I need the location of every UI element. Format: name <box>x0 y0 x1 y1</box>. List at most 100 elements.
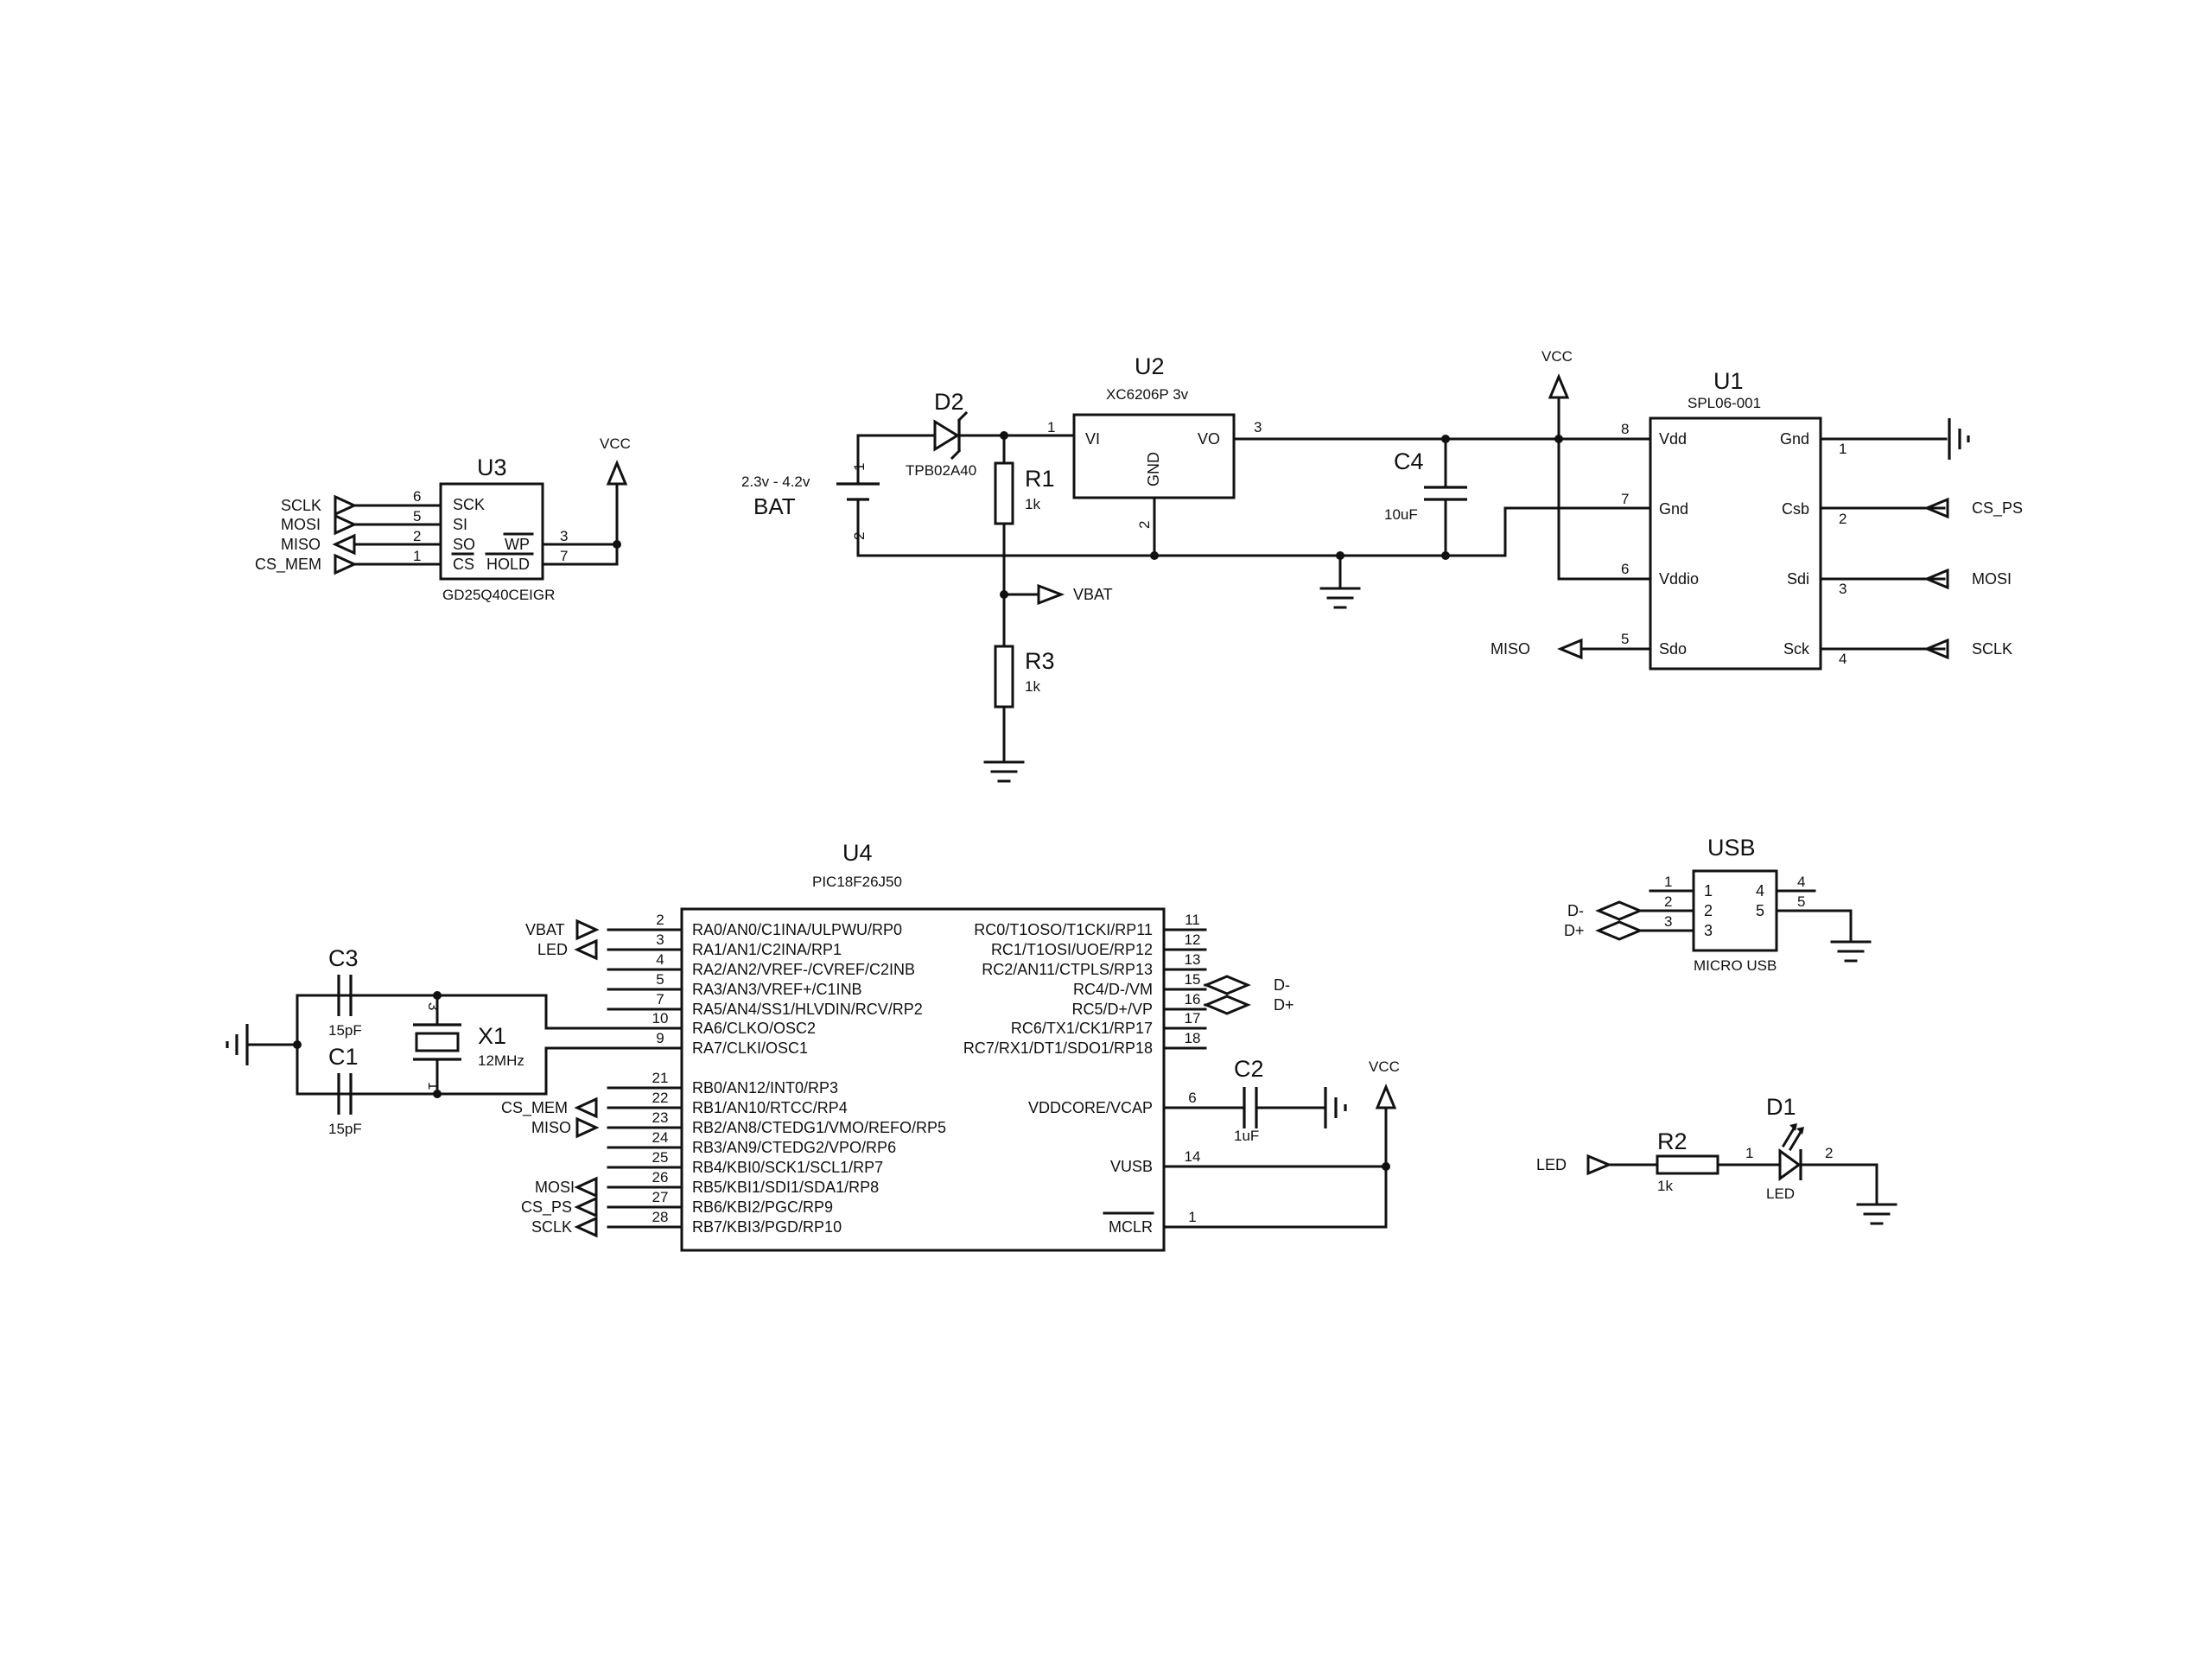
u2-pin-vo: VO <box>1198 430 1220 448</box>
u1-pin-number: 1 <box>1839 441 1847 457</box>
u3-pin: HOLD <box>486 556 530 573</box>
u4-pin-number: 17 <box>1185 1010 1201 1027</box>
u4-ref: U4 <box>842 840 873 866</box>
u2-pn2: 2 <box>1136 521 1153 529</box>
usb-pin: 3 <box>1704 922 1713 939</box>
u3-pin-number: 6 <box>413 488 421 505</box>
c4-ref: C4 <box>1394 448 1424 474</box>
u1-pin-number: 4 <box>1839 651 1847 667</box>
capacitor-c4: C4 10uF <box>1384 437 1467 557</box>
u4-left-pin: RB4/KBI0/SCK1/SCL1/RP7 <box>692 1159 883 1176</box>
power-section: 2.3v - 4.2v BAT 1 2 D2 TPB02A40 R1 1k <box>741 348 1652 783</box>
u4-pin-number: 14 <box>1185 1148 1201 1165</box>
crystal-x1: X1 12MHz 3 1 <box>413 994 524 1096</box>
r3-ref: R3 <box>1025 648 1055 674</box>
usb-pin: 5 <box>1756 902 1764 919</box>
u1-left-pin: Vdd <box>1659 430 1687 448</box>
usb-connector: USB MICRO USB 1 2 3 4 5 1 2 3 4 5 D- D+ <box>1564 835 1872 974</box>
bat-pin1: 1 <box>851 463 868 471</box>
u4-pin-number: 25 <box>652 1149 669 1166</box>
u4-value: PIC18F26J50 <box>812 874 902 890</box>
u4-left-pin: RA1/AN1/C2INA/RP1 <box>692 941 842 958</box>
u4-pin-number: 21 <box>652 1070 669 1086</box>
bat-ref: BAT <box>753 493 796 519</box>
net-miso-label: MISO <box>1491 640 1530 658</box>
u4-right-pin: RC4/D-/VM <box>1073 981 1153 998</box>
u3-ref: U3 <box>477 454 507 480</box>
u3-pin-number: 5 <box>413 508 421 524</box>
u4-pin-number: 5 <box>656 971 664 988</box>
u4-left-pin: RB1/AN10/RTCC/RP4 <box>692 1099 848 1116</box>
u4-right-externals: D- D+ C2 1uF VCC <box>1162 975 1400 1229</box>
u3-pin: SI <box>453 516 467 533</box>
d2-ref: D2 <box>934 389 964 415</box>
c3-value: 15pF <box>328 1022 362 1039</box>
net-cs-ps-label: CS_PS <box>521 1198 572 1217</box>
net-led-label: LED <box>1536 1156 1567 1173</box>
c3-ref: C3 <box>328 945 359 971</box>
capacitor-c3: C3 15pF <box>296 945 362 1039</box>
net-dplus-label: D+ <box>1274 996 1294 1014</box>
ground-symbol <box>983 760 1025 783</box>
u1-left-pin: Vddio <box>1659 570 1699 588</box>
u2-pin-vi: VI <box>1085 430 1100 448</box>
u4-left-pin: RA6/CLKO/OSC2 <box>692 1020 816 1037</box>
u4-left-pin: RB7/KBI3/PGD/RP10 <box>692 1218 842 1236</box>
u4-pin-number: 23 <box>652 1109 669 1126</box>
d2-value: TPB02A40 <box>906 462 976 479</box>
u4-right-pin: MCLR <box>1109 1218 1153 1236</box>
u4-left-externals: VBAT LED CS_MEM MISO MOSI CS_PS SCLK <box>501 918 600 1238</box>
led-d1: D1 LED <box>1766 1094 1804 1202</box>
u3-pin: SO <box>453 536 475 553</box>
bat-pin2: 2 <box>851 532 868 540</box>
u4-pin-number: 27 <box>652 1189 669 1205</box>
x1-value: 12MHz <box>478 1052 524 1069</box>
u4-pin-number: 4 <box>656 951 664 968</box>
d1-ref: D1 <box>1766 1094 1796 1120</box>
u1-right-pin: Sck <box>1783 640 1810 658</box>
u4-left-pin: RA0/AN0/C1INA/ULPWU/RP0 <box>692 921 902 938</box>
bat-value: 2.3v - 4.2v <box>741 474 810 490</box>
usb-pin-number: 3 <box>1664 913 1672 930</box>
net-vbat-label: VBAT <box>1073 586 1113 603</box>
u1-right-pin: Sdi <box>1787 570 1809 588</box>
u4-right-pin: RC5/D+/VP <box>1071 1001 1153 1018</box>
net-led-label: LED <box>537 941 568 958</box>
u3-pin: CS <box>453 556 474 573</box>
u4-left-pins: 2RA0/AN0/C1INA/ULPWU/RP03RA1/AN1/C2INA/R… <box>607 912 946 1236</box>
usb-value: MICRO USB <box>1694 957 1777 974</box>
u4-left-pin: RB2/AN8/CTEDG1/VMO/REFO/RP5 <box>692 1119 946 1136</box>
u4-pin-number: 3 <box>656 931 664 948</box>
u1-left-pin: Sdo <box>1659 640 1687 658</box>
r2-ref: R2 <box>1657 1128 1688 1154</box>
u1-pin-number: 7 <box>1621 491 1629 507</box>
u4-right-pins: 11RC0/T1OSO/T1CKI/RP1112RC1/T1OSI/UOE/RP… <box>963 912 1208 1236</box>
u3-pin-number: 3 <box>560 528 568 544</box>
u1-pin-number: 3 <box>1839 581 1847 597</box>
u4-pin-number: 26 <box>652 1169 669 1185</box>
net-vcc-label: VCC <box>1541 348 1573 365</box>
u2-ref: U2 <box>1135 353 1165 379</box>
c1-value: 15pF <box>328 1121 362 1137</box>
net-sclk-label: SCLK <box>281 497 321 514</box>
u2-pin-gnd: GND <box>1145 452 1162 486</box>
sensor-u1: U1 SPL06-001 Vdd Gnd Vddio Sdo Gnd Csb S… <box>1491 368 2023 671</box>
capacitor-c2: C2 1uF <box>1162 1056 1347 1144</box>
u4-left-pin: RA3/AN3/VREF+/C1INB <box>692 981 862 998</box>
diode-d2: D2 TPB02A40 <box>906 389 976 479</box>
c4-value: 10uF <box>1384 506 1418 523</box>
resistor-r3: R3 1k <box>994 645 1055 764</box>
u4-pin-number: 24 <box>652 1129 669 1146</box>
net-miso-label: MISO <box>531 1119 571 1136</box>
d1-value: LED <box>1766 1185 1795 1202</box>
net-miso-label: MISO <box>281 536 321 553</box>
u4-left-pin: RA2/AN2/VREF-/CVREF/C2INB <box>692 961 915 978</box>
flash-u3: U3 GD25Q40CEIGR SCK SI SO CS WP HOLD 6 5… <box>255 435 631 603</box>
usb-pin-number: 1 <box>1664 874 1672 890</box>
u1-pin-number: 2 <box>1839 511 1847 527</box>
x1-pin1: 1 <box>425 1082 442 1090</box>
net-cs-mem-label: CS_MEM <box>255 556 321 574</box>
net-sclk-label: SCLK <box>531 1218 572 1236</box>
net-dminus-label: D- <box>1274 976 1290 994</box>
